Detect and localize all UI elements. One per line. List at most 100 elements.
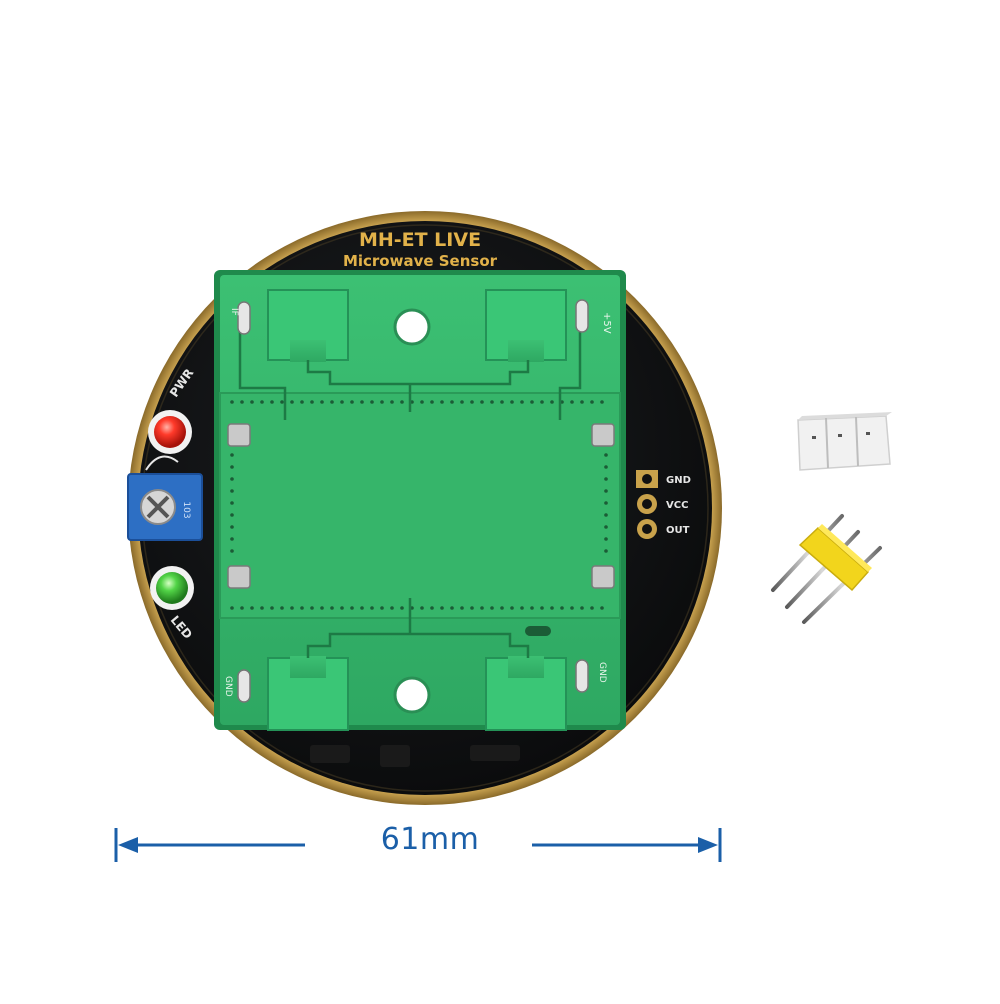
via-dot — [230, 465, 234, 469]
via-dot — [520, 400, 524, 404]
via-dot — [230, 477, 234, 481]
via-dot — [350, 606, 354, 610]
brand-label: MH-ET LIVE — [359, 229, 481, 251]
via-dot — [510, 606, 514, 610]
via-dot — [310, 606, 314, 610]
via-dot — [540, 400, 544, 404]
via-dot — [240, 400, 244, 404]
via-dot — [230, 513, 234, 517]
via-dot — [604, 453, 608, 457]
via-dot — [590, 400, 594, 404]
via-dot — [470, 400, 474, 404]
radar-module: IF +5V GND GND — [214, 270, 626, 731]
module-label-if: IF — [229, 308, 239, 316]
via-dot — [420, 606, 424, 610]
via-dot — [570, 400, 574, 404]
via-dot — [230, 525, 234, 529]
feed-traces — [238, 320, 582, 658]
power-led-icon — [148, 410, 192, 454]
via-dot — [530, 606, 534, 610]
via-dot — [450, 400, 454, 404]
via-dot — [470, 606, 474, 610]
via-dot — [280, 606, 284, 610]
via-dot — [460, 606, 464, 610]
via-dot — [250, 400, 254, 404]
via-dot — [270, 400, 274, 404]
pin-pads — [636, 470, 658, 539]
via-dot — [570, 606, 574, 610]
via-dot — [230, 453, 234, 457]
module-label-gnd-left: GND — [223, 676, 233, 697]
via-dot — [260, 400, 264, 404]
via-dot — [400, 606, 404, 610]
via-dot — [580, 400, 584, 404]
via-dot — [330, 606, 334, 610]
pin-label-gnd: GND — [666, 475, 691, 486]
oval-pad — [525, 626, 551, 636]
via-dot — [604, 501, 608, 505]
via-dot — [600, 606, 604, 610]
via-dot — [360, 400, 364, 404]
via-dot — [604, 477, 608, 481]
via-dot — [300, 400, 304, 404]
module-label-gnd-right: GND — [597, 662, 607, 683]
via-dot — [230, 537, 234, 541]
via-dot — [390, 606, 394, 610]
via-dot — [500, 400, 504, 404]
via-dot — [510, 400, 514, 404]
via-dot — [360, 606, 364, 610]
mounting-hole-bottom — [393, 676, 431, 714]
via-dot — [440, 400, 444, 404]
via-dot — [420, 400, 424, 404]
via-dot — [260, 606, 264, 610]
via-dot — [590, 606, 594, 610]
via-dot — [560, 606, 564, 610]
via-rows — [230, 400, 608, 610]
dimension-label: 61mm — [380, 822, 480, 857]
connector-housing-icon — [797, 412, 892, 471]
via-dot — [290, 606, 294, 610]
via-dot — [604, 537, 608, 541]
via-dot — [320, 400, 324, 404]
via-dot — [340, 400, 344, 404]
via-dot — [550, 606, 554, 610]
via-dot — [230, 489, 234, 493]
module-label-5v: +5V — [601, 312, 612, 334]
via-dot — [350, 400, 354, 404]
via-dot — [530, 400, 534, 404]
via-dot — [604, 465, 608, 469]
bottom-components — [310, 745, 520, 767]
pot-code: 103 — [181, 501, 191, 518]
via-dot — [460, 400, 464, 404]
via-dot — [230, 606, 234, 610]
via-dot — [604, 525, 608, 529]
via-dot — [380, 400, 384, 404]
via-dot — [230, 549, 234, 553]
via-dot — [280, 400, 284, 404]
via-dot — [330, 400, 334, 404]
via-dot — [390, 400, 394, 404]
via-dot — [430, 400, 434, 404]
via-dot — [600, 400, 604, 404]
pin-header-icon — [771, 514, 882, 624]
via-dot — [430, 606, 434, 610]
via-dot — [380, 606, 384, 610]
slotted-pads — [237, 299, 589, 703]
via-dot — [270, 606, 274, 610]
potentiometer-icon: 103 — [127, 473, 203, 541]
via-dot — [440, 606, 444, 610]
via-dot — [490, 400, 494, 404]
via-dot — [310, 400, 314, 404]
via-dot — [604, 549, 608, 553]
status-led-icon — [150, 566, 194, 610]
solder-tabs — [227, 423, 615, 589]
via-dot — [370, 606, 374, 610]
adjust-arrow-icon — [145, 455, 179, 471]
via-dot — [450, 606, 454, 610]
via-dot — [550, 400, 554, 404]
via-dot — [580, 606, 584, 610]
via-dot — [480, 606, 484, 610]
via-dot — [540, 606, 544, 610]
